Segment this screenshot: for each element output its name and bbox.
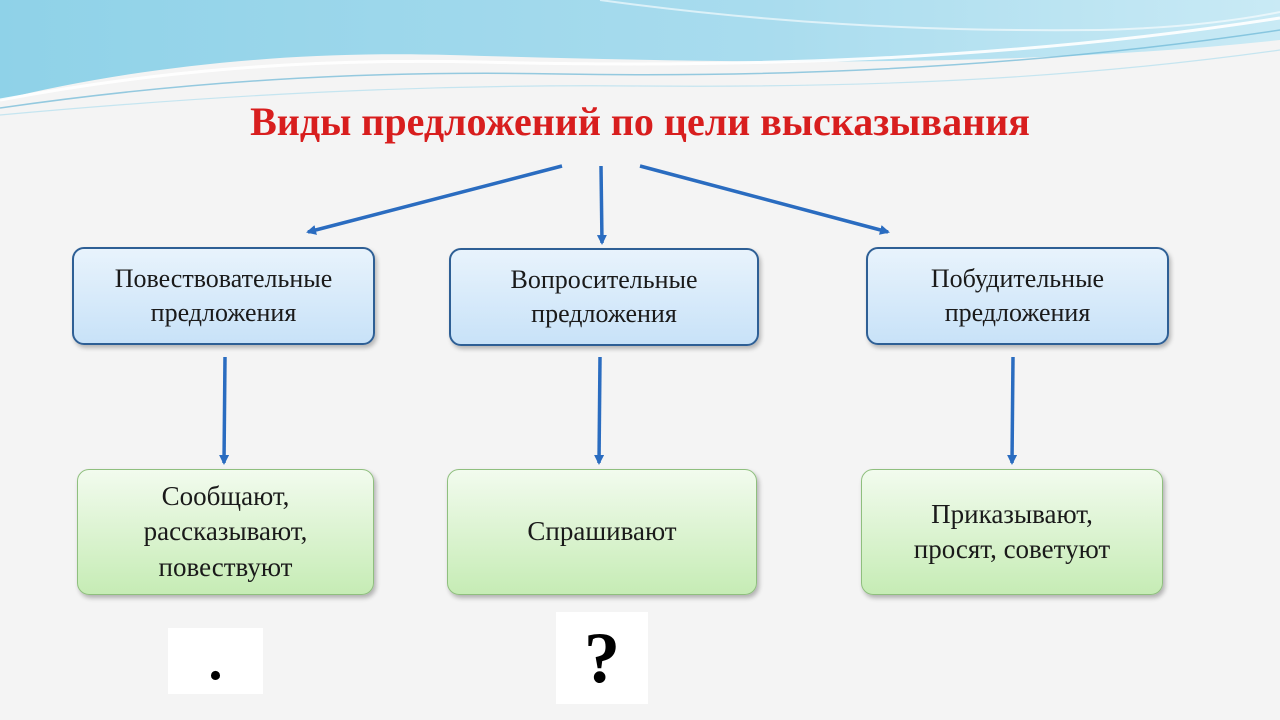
purpose-box-narrative: Сообщают, рассказывают, повествуют [77,469,374,595]
period-mark: . [168,628,263,694]
period-mark-glyph: . [208,630,223,692]
arrow-interrogative-to-purpose [594,356,605,465]
purpose-text-interrogative: Спрашивают [527,516,677,547]
type-label-narrative: Повествовательные предложения [114,264,333,327]
type-box-imperative: Побудительные предложения [866,247,1169,345]
arrow-title-to-imperative [639,164,890,235]
type-box-narrative: Повествовательные предложения [72,247,375,345]
purpose-box-imperative: Приказывают, просят, советуют [861,469,1163,595]
arrow-title-to-interrogative [596,165,607,245]
purpose-text-narrative: Сообщают, рассказывают, повествуют [143,481,308,582]
arrow-narrative-to-purpose [219,356,230,465]
type-label-interrogative: Вопросительные предложения [510,265,698,328]
decorative-waves [0,0,1280,116]
question-mark: ? [556,612,648,704]
arrow-imperative-to-purpose [1007,356,1018,465]
diagram-title: Виды предложений по цели высказывания [250,99,1030,144]
type-label-imperative: Побудительные предложения [930,264,1105,327]
purpose-box-interrogative: Спрашивают [447,469,757,595]
question-mark-glyph: ? [584,617,620,698]
purpose-text-imperative: Приказывают, просят, советуют [913,498,1111,564]
type-box-interrogative: Вопросительные предложения [449,248,759,346]
arrow-title-to-narrative [306,164,563,235]
